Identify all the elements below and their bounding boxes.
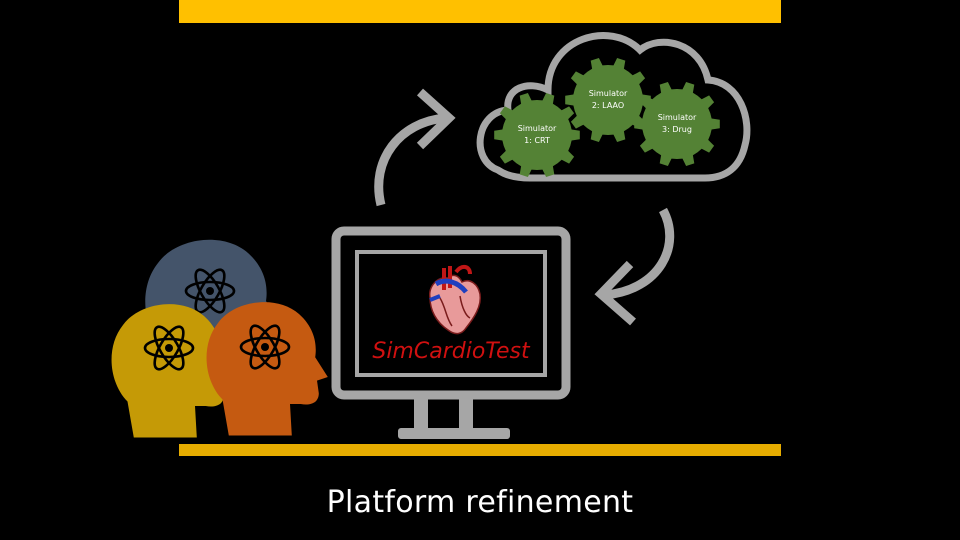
researcher-head-right — [206, 302, 328, 436]
simulator-label: 1: CRT — [524, 136, 550, 145]
gear-icon: Simulator 1: CRT — [494, 93, 580, 177]
simulator-label: Simulator — [589, 89, 628, 98]
top-accent-bar — [179, 0, 781, 23]
simulator-label: Simulator — [518, 124, 557, 133]
heart-icon — [429, 265, 482, 335]
slide-caption: Platform refinement — [326, 485, 634, 520]
simulator-label: Simulator — [658, 113, 697, 122]
monitor-icon — [331, 226, 571, 439]
simulator-label: 2: LAAO — [592, 101, 624, 110]
arrow-to-monitor-icon — [594, 207, 675, 326]
bottom-accent-bar — [179, 444, 781, 456]
app-name-label: SimCardioTest — [372, 339, 531, 364]
gear-icon: Simulator 3: Drug — [634, 82, 720, 166]
arrow-to-cloud-icon — [374, 88, 456, 207]
gear-icon: Simulator 2: LAAO — [565, 58, 651, 142]
simulator-label: 3: Drug — [662, 125, 692, 134]
